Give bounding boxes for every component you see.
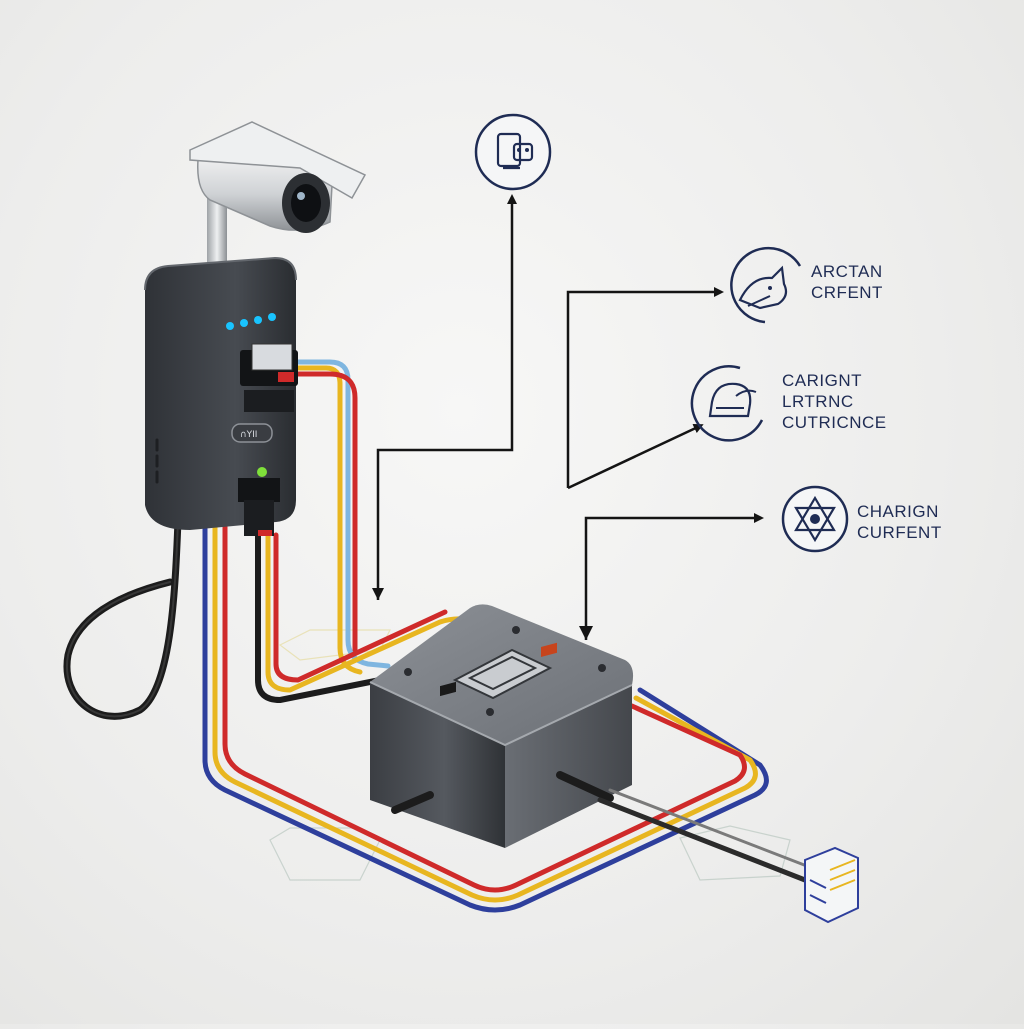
poe-switch: ∩YII [144, 256, 298, 536]
label-line: ARCTAN [811, 262, 883, 281]
rj45-connector-icon [804, 846, 859, 924]
wire-bundle-loop [202, 522, 769, 913]
ethernet-port-top [240, 343, 298, 412]
arrow-to-top-icon [376, 194, 517, 600]
label-line: CARIGNT [782, 371, 862, 390]
port-label-text: ∩YII [240, 430, 257, 440]
label-line: LRTRNC [782, 392, 854, 411]
label-charign-curfent: CHARIGN CURFENT [857, 501, 942, 543]
wire-bundle-upper [292, 359, 391, 675]
leaf-hand-icon [690, 365, 764, 442]
ethernet-port-bottom [238, 467, 280, 536]
label-line: CUTRICNCE [782, 413, 887, 432]
label-line: CRFENT [811, 283, 883, 302]
port-label: ∩YII [231, 423, 273, 443]
status-leds [226, 313, 276, 330]
ethernet-cable [597, 788, 814, 883]
label-carignt-cutricnce: CARIGNT LRTRNC CUTRICNCE [782, 370, 887, 433]
label-line: CURFENT [857, 523, 942, 542]
arrow-to-compass [584, 513, 764, 640]
compass-triangle-icon [781, 485, 849, 553]
flow-arrows [376, 194, 764, 640]
label-line: CHARIGN [857, 502, 939, 521]
junction-box [369, 604, 634, 848]
arrow-to-leaf [567, 424, 704, 490]
arrow-to-fox [566, 287, 724, 488]
power-cable [63, 516, 182, 720]
terminal-block [452, 648, 553, 700]
label-arctan-crfent: ARCTAN CRFENT [811, 261, 883, 303]
fox-face-icon [730, 246, 802, 324]
device-document-icon [474, 113, 552, 191]
